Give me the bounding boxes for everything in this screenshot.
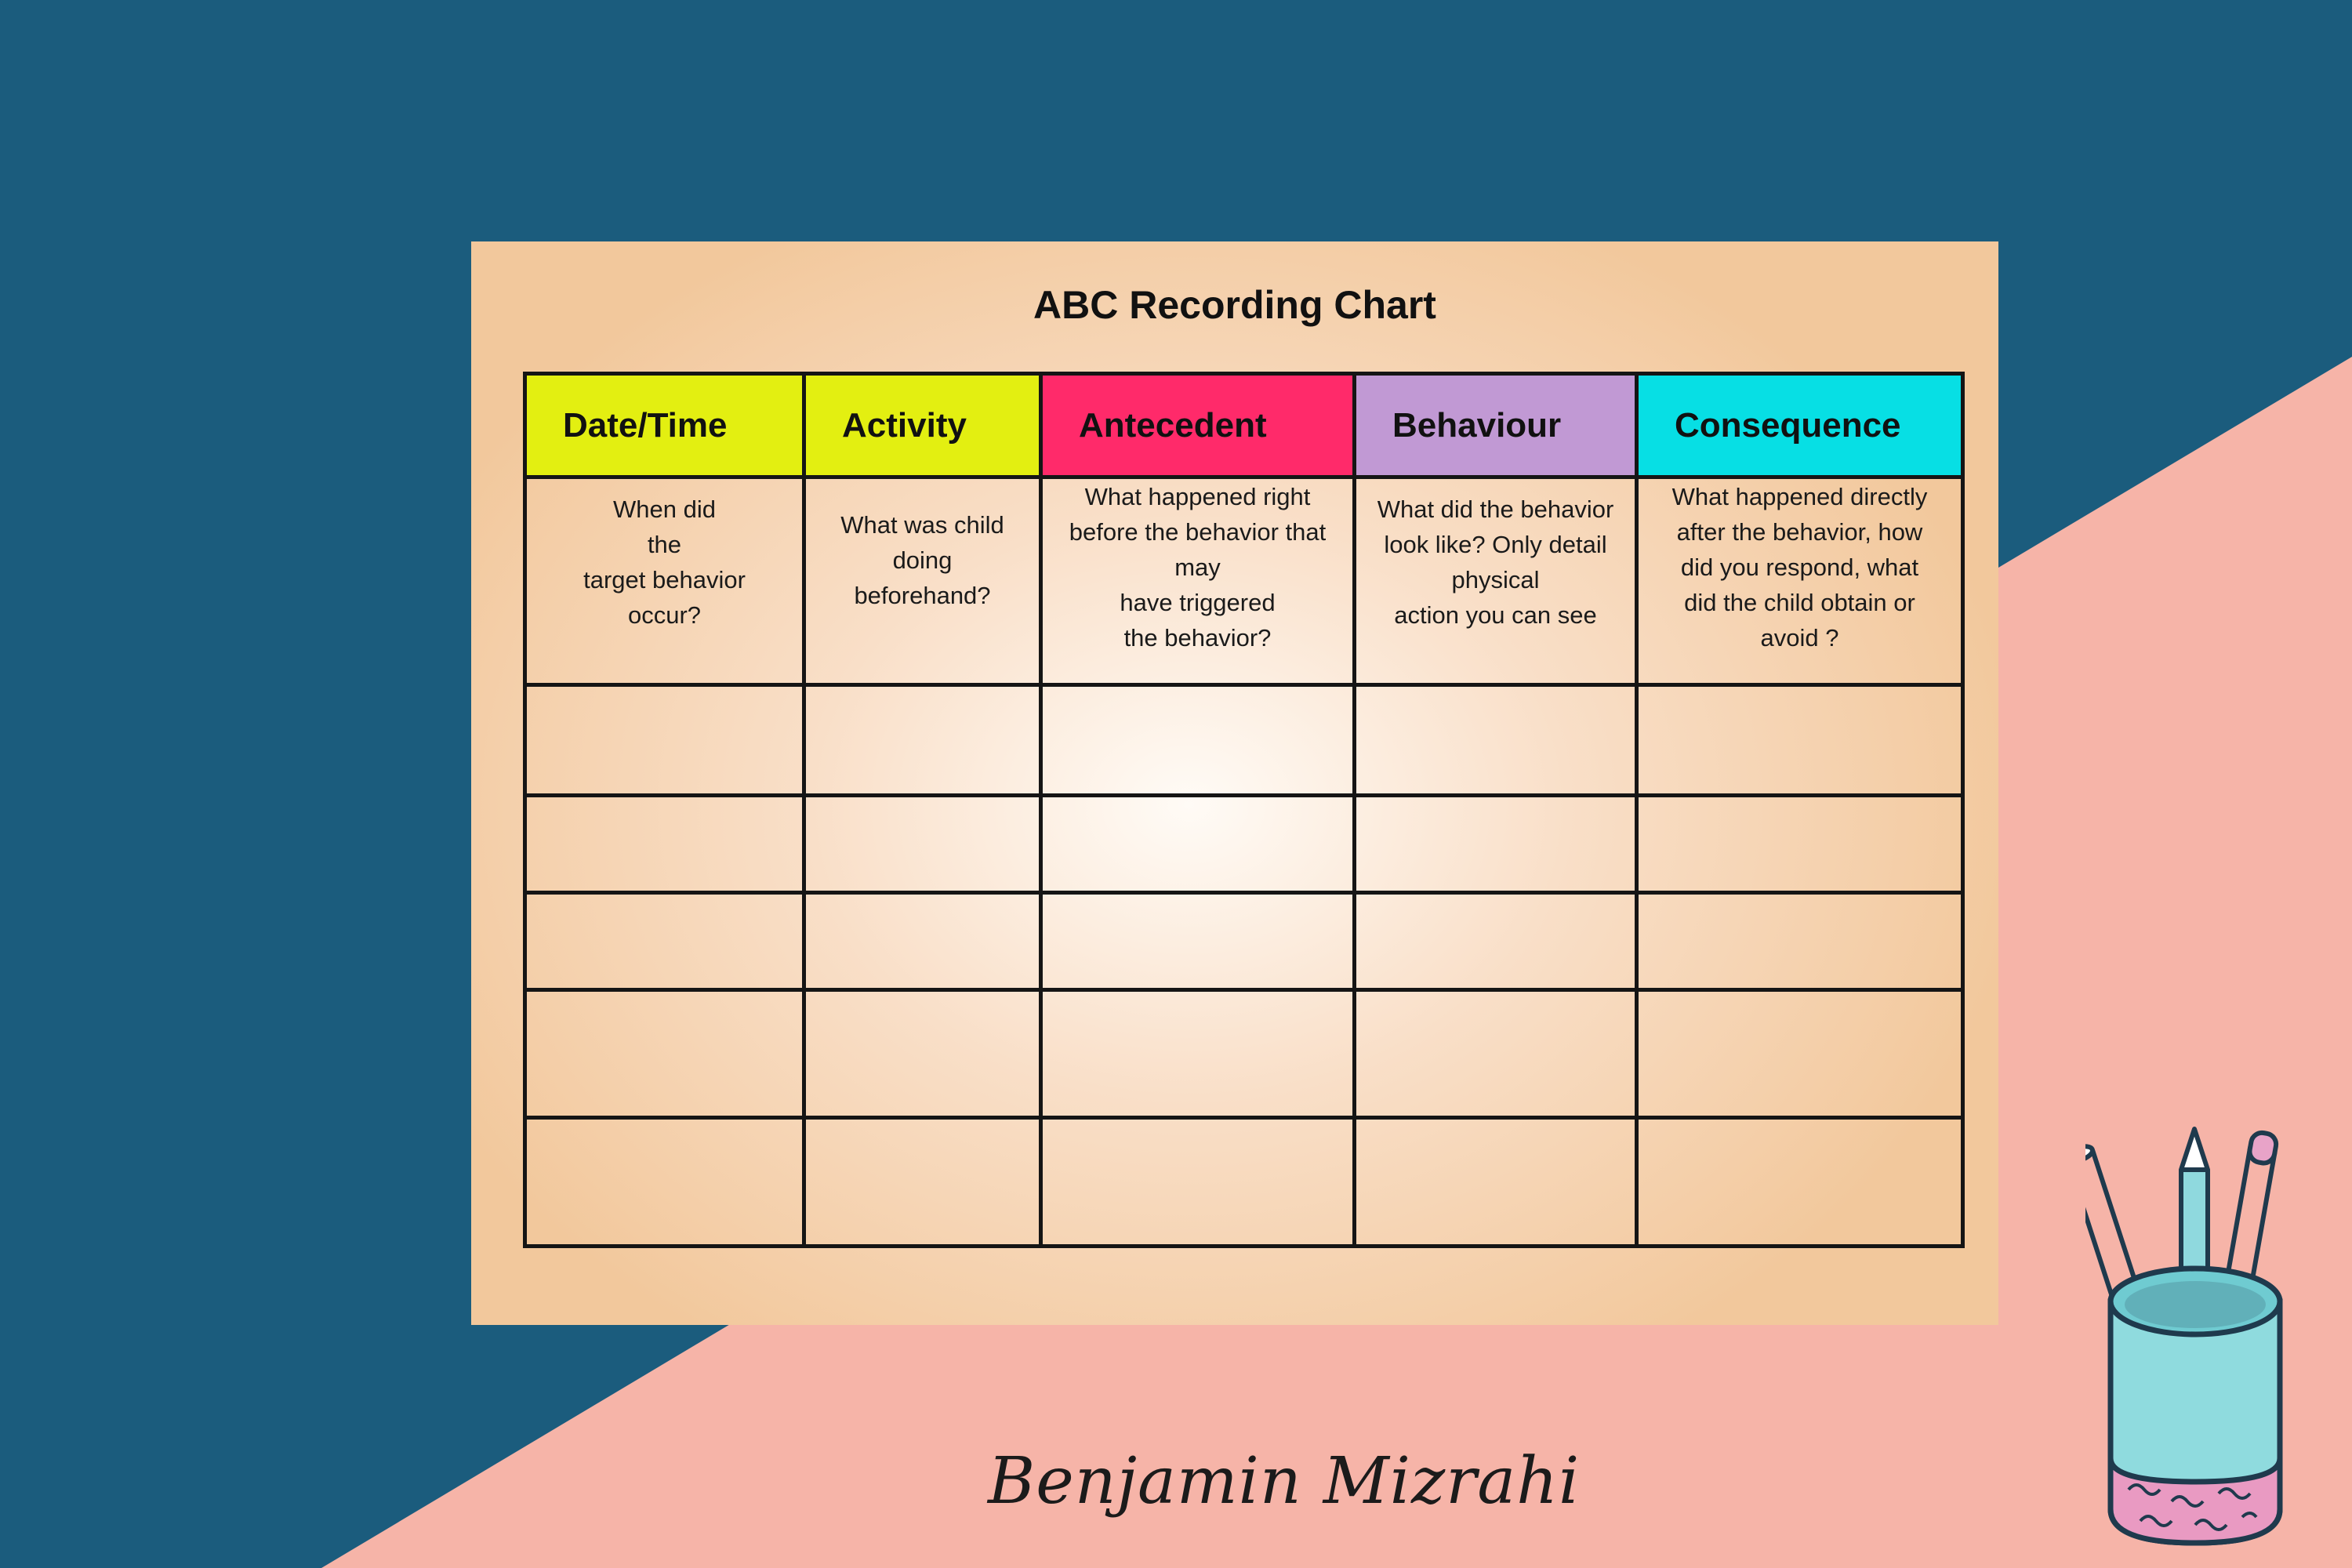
table-row — [523, 988, 1965, 1120]
abc-recording-table: Date/Time Activity Antecedent Behaviour … — [523, 372, 1965, 1248]
table-cell[interactable] — [1635, 793, 1965, 895]
table-cell[interactable] — [523, 891, 806, 992]
table-row — [523, 793, 1965, 895]
header-row: Date/Time Activity Antecedent Behaviour … — [523, 372, 1965, 479]
table-cell[interactable] — [1039, 793, 1356, 895]
header-behaviour: Behaviour — [1352, 372, 1639, 479]
table-cell[interactable] — [802, 793, 1043, 895]
description-consequence: What happened directly after the behavio… — [1635, 475, 1965, 687]
table-cell[interactable] — [802, 1116, 1043, 1248]
table-cell[interactable] — [1352, 988, 1639, 1120]
description-antecedent: What happened right before the behavior … — [1039, 475, 1356, 687]
description-behaviour: What did the behavior look like? Only de… — [1352, 475, 1639, 687]
table-cell[interactable] — [523, 793, 806, 895]
table-cell[interactable] — [1352, 683, 1639, 797]
table-cell[interactable] — [1039, 988, 1356, 1120]
table-cell[interactable] — [1635, 988, 1965, 1120]
table-cell[interactable] — [1352, 891, 1639, 992]
table-cell[interactable] — [523, 988, 806, 1120]
description-row: When did the target behavior occur? What… — [523, 475, 1965, 687]
table-cell[interactable] — [802, 988, 1043, 1120]
table-cell[interactable] — [1635, 683, 1965, 797]
table-cell[interactable] — [802, 683, 1043, 797]
header-date-time: Date/Time — [523, 372, 806, 479]
abc-chart-sheet: ABC Recording Chart Date/Time Activity A… — [471, 241, 1998, 1325]
table-row — [523, 1116, 1965, 1248]
table-cell[interactable] — [523, 1116, 806, 1248]
header-consequence: Consequence — [1635, 372, 1965, 479]
table-row — [523, 891, 1965, 992]
author-signature: Benjamin Mizrahi — [988, 1444, 1581, 1519]
table-cell[interactable] — [802, 891, 1043, 992]
table-cell[interactable] — [1039, 891, 1356, 992]
header-antecedent: Antecedent — [1039, 372, 1356, 479]
chart-title: ABC Recording Chart — [1033, 283, 1436, 327]
pencil-cup-icon — [2085, 1127, 2283, 1546]
header-activity: Activity — [802, 372, 1043, 479]
table-cell[interactable] — [1352, 1116, 1639, 1248]
table-cell[interactable] — [1635, 891, 1965, 992]
table-cell[interactable] — [1635, 1116, 1965, 1248]
table-cell[interactable] — [1039, 1116, 1356, 1248]
table-cell[interactable] — [1039, 683, 1356, 797]
table-cell[interactable] — [1352, 793, 1639, 895]
description-activity: What was child doing beforehand? — [802, 475, 1043, 687]
description-date-time: When did the target behavior occur? — [523, 475, 806, 687]
table-cell[interactable] — [523, 683, 806, 797]
table-row — [523, 683, 1965, 797]
